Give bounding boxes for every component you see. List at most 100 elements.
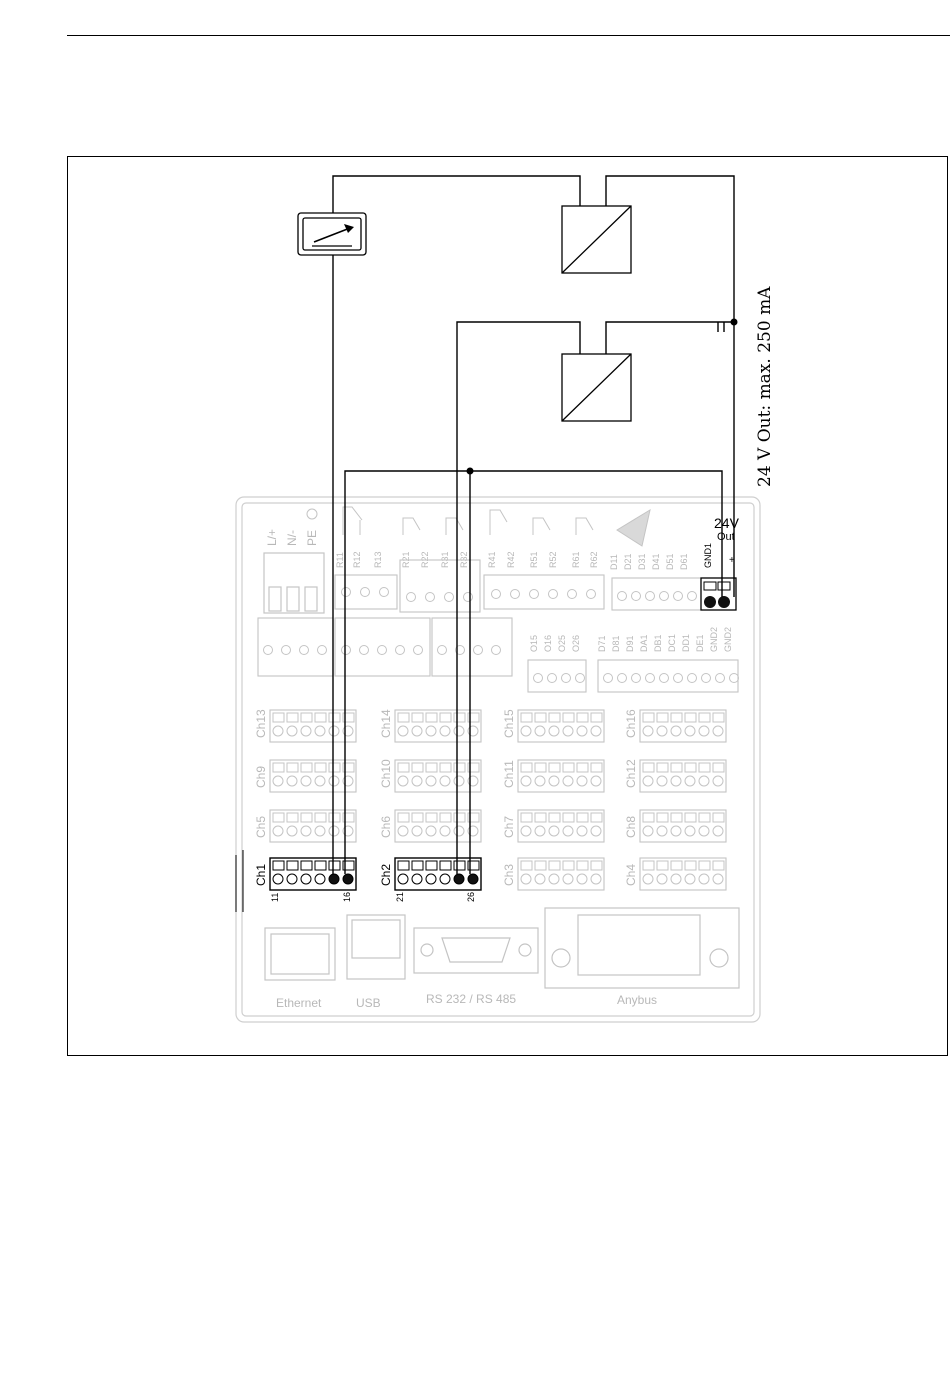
channel-label: Ch1 [254,864,268,886]
digital-input-label: GND2 [723,627,733,652]
channel-label: Ch11 [502,760,516,788]
junction-supply [730,318,738,326]
wire-loop1-meter [332,175,581,213]
digital-input-label: DB1 [653,634,663,652]
transmitter-2 [561,353,632,422]
relay-label: R42 [506,551,516,568]
output-label: O26 [571,635,581,652]
port-outlines [264,907,740,989]
channel-connector [639,759,727,793]
channel-connector [269,857,357,891]
channel-label: Ch5 [254,816,268,838]
channel-label: Ch3 [502,864,516,886]
device-housing [235,496,761,1023]
output-label: O16 [543,635,553,652]
output-label: O15 [529,635,539,652]
wire-loop1-supply [605,175,735,597]
digital-label: D51 [665,553,675,570]
supply-terminal-sub: Out [717,531,735,543]
digital-input-label: DE1 [695,634,705,652]
port-label-ethernet: Ethernet [276,996,322,1010]
digital-input-label: D81 [611,635,621,652]
channel-label: Ch2 [379,864,393,886]
channel-pin-number: 26 [466,892,476,902]
relay-label: R41 [487,551,497,568]
channel-label: Ch16 [624,709,638,738]
channel-connector [639,809,727,843]
digital-label: D41 [651,553,661,570]
channel-connector [269,759,357,793]
port-label-serial: RS 232 / RS 485 [426,992,516,1006]
wire-loop2-ch2 [456,321,581,874]
channel-connector [394,809,482,843]
junction-gnd [466,467,474,475]
relay-label: R61 [571,551,581,568]
wire-gnd [344,470,723,874]
channel-label: Ch7 [502,816,516,838]
channel-label: Ch6 [379,816,393,838]
digital-input-label: DC1 [667,634,677,652]
channel-label: Ch9 [254,766,268,788]
channel-connector [639,857,727,891]
relay-label: R12 [352,551,362,568]
power-label-n: N/- [285,530,299,546]
digital-input-label: DA1 [639,634,649,652]
channel-label: Ch8 [624,816,638,838]
esd-warning-icon [616,508,651,547]
port-label-usb: USB [356,996,381,1010]
channel-connector [394,857,482,891]
digital-input-label: DD1 [681,634,691,652]
gnd-label: GND1 [703,543,713,568]
channel-connector [394,759,482,793]
plus-label: + [729,555,735,566]
diagram-frame [67,156,948,1056]
channel-connector [639,709,727,743]
channel-pin-number: 16 [342,892,352,902]
relay-label: R62 [589,551,599,568]
channel-label: Ch12 [624,759,638,788]
channel-label: Ch13 [254,709,268,738]
channel-connector [517,759,605,793]
supply-rating-label: 24 V Out: max. 250 mA [755,286,775,487]
relay-label: R11 [335,552,345,568]
earth-icon [306,508,318,520]
supply-terminal-block [700,577,737,611]
channel-connector [269,709,357,743]
relay-label: R52 [548,551,558,568]
channel-connector [517,809,605,843]
relay-label: R51 [529,551,539,568]
channel-connector [269,809,357,843]
output-label: O25 [557,635,567,652]
digital-input-label: D91 [625,635,635,652]
channel-label: Ch10 [379,759,393,788]
channel-connector [517,709,605,743]
transmitter-1 [561,205,632,274]
relay-terminal-strips [257,559,739,693]
digital-label: D61 [679,553,689,570]
relay-contact-symbols [342,506,594,535]
supply-terminal-label: 24V [714,515,740,531]
channel-connector [394,709,482,743]
wire-loop2-supply [605,321,734,354]
power-label-pe: PE [305,530,319,546]
digital-input-label: D71 [597,635,607,652]
channel-pin-number: 11 [270,893,280,902]
channel-pin-number: 21 [395,892,405,902]
digital-label: D11 [609,554,619,570]
relay-label: R13 [373,551,383,568]
indicator-meter [297,212,367,256]
digital-label: D21 [623,553,633,570]
power-terminal-block [263,552,325,614]
channel-label: Ch14 [379,709,393,738]
digital-label: D31 [637,553,647,570]
wiring [332,175,735,874]
edge-markers [235,850,244,912]
power-label-l: L/+ [265,529,279,546]
digital-input-label: GND2 [709,627,719,652]
terminal-dots [263,587,739,683]
port-label-anybus: Anybus [617,993,657,1007]
channel-label: Ch4 [624,864,638,886]
channel-label: Ch15 [502,709,516,738]
